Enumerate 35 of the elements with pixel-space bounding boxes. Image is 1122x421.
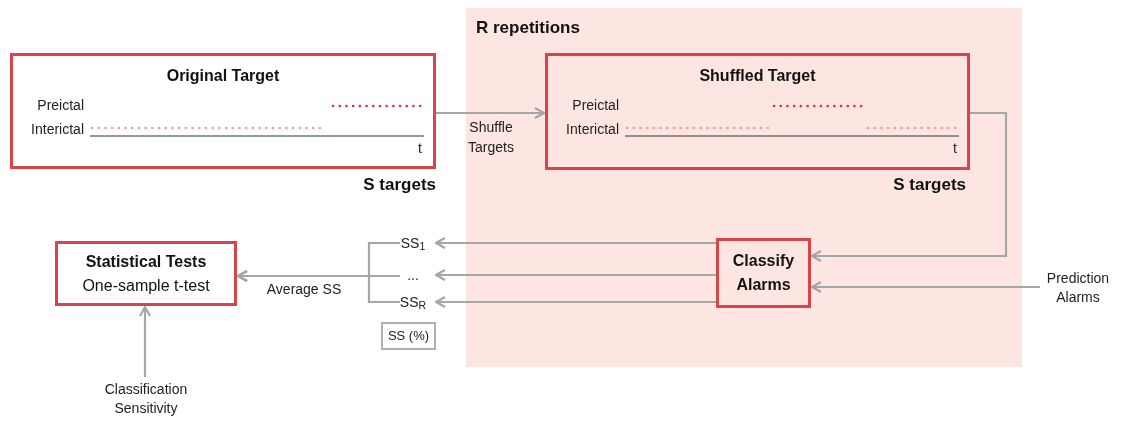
edge-label: Average SS xyxy=(265,280,343,299)
series-label: Preictal xyxy=(571,96,619,115)
input-label: Classification Sensitivity xyxy=(92,379,200,419)
arrow xyxy=(436,106,546,120)
box-title: Original Target xyxy=(165,66,281,86)
count-label: S targets xyxy=(893,174,966,196)
score-label: SS$_{R}$ xyxy=(392,291,434,313)
arrow xyxy=(138,305,152,377)
arrow xyxy=(434,268,716,282)
series-label: Interictal xyxy=(565,120,619,139)
repetition-band xyxy=(466,8,1022,367)
score-label: SS$_{1}$ xyxy=(392,232,434,254)
arrow xyxy=(810,280,1040,294)
series-label: Preictal xyxy=(36,96,84,115)
box-subtitle: One-sample t-test xyxy=(82,275,210,296)
axis-label: t xyxy=(953,139,957,158)
target-box xyxy=(545,53,970,170)
count-label: S targets xyxy=(363,174,436,196)
process-box xyxy=(716,238,811,308)
input-label: Prediction Alarms xyxy=(1040,268,1116,308)
process-box xyxy=(55,241,237,306)
arrow xyxy=(810,111,1008,263)
arrow xyxy=(434,295,716,309)
edge-label: Shuffle Targets xyxy=(467,118,515,157)
unit-box: SS (%) xyxy=(381,322,436,350)
box-title: Statistical Tests xyxy=(85,251,207,272)
score-label: ... xyxy=(392,264,434,286)
series-label: Interictal xyxy=(30,120,84,139)
band-title: R repetitions xyxy=(476,17,580,39)
box-title: Shuffled Target xyxy=(698,66,817,86)
axis-label: t xyxy=(418,139,422,158)
arrow xyxy=(236,269,400,304)
arrow xyxy=(434,236,716,250)
target-box xyxy=(10,53,436,169)
box-title: Classify Alarms xyxy=(731,251,796,295)
